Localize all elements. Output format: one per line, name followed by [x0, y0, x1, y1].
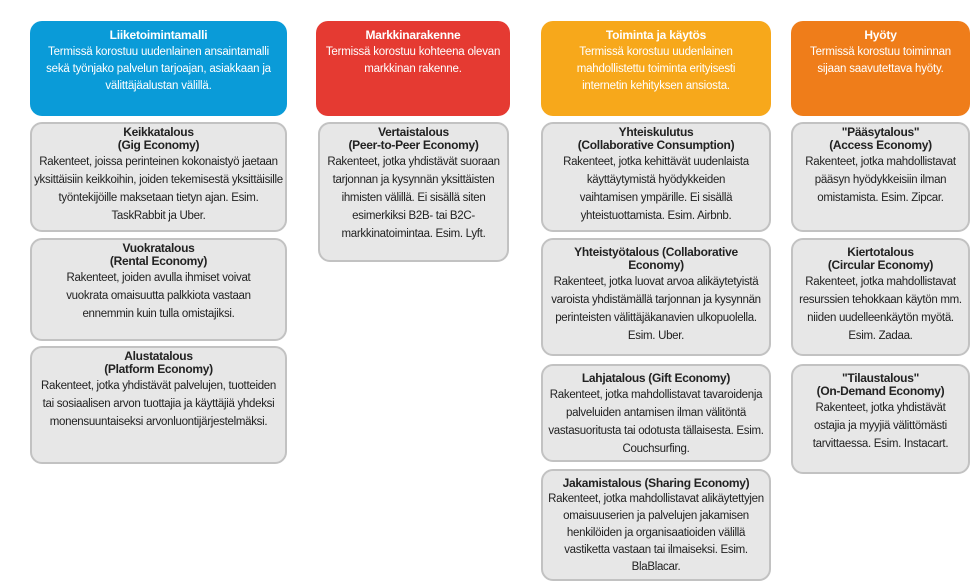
box-title: "Pääsytalous"	[841, 125, 920, 139]
box-text: Rakenteet, jotka yhdistävät palvelujen, …	[41, 380, 276, 428]
box-title: Lahjatalous (Gift Economy)	[581, 371, 731, 385]
box-subtitle: (Rental Economy)	[109, 254, 208, 268]
header-text: Termissä korostuu toiminnan sijaan saavu…	[810, 46, 951, 75]
box-title: Vertaistalous	[378, 125, 449, 139]
header-markkinarakenne: Markkinarakenne Termissä korostuu kohtee…	[316, 21, 510, 116]
box-text: Rakenteet, joiden avulla ihmiset voivat …	[66, 272, 251, 320]
box-text: Rakenteet, jotka yhdistävät ostajia ja m…	[812, 402, 949, 450]
box-title: Yhteiskulutus	[618, 125, 694, 139]
header-liiketoimintamalli: Liiketoimintamalli Termissä korostuu uud…	[30, 21, 287, 116]
box-subtitle: (On-Demand Economy)	[816, 384, 945, 398]
box-subtitle: (Platform Economy)	[104, 362, 213, 376]
box-title: Keikkatalous	[123, 125, 194, 139]
header-text: Termissä korostuu kohteena olevan markki…	[325, 46, 501, 75]
box-yhteiskulutus: Yhteiskulutus (Collaborative Consumption…	[541, 122, 771, 232]
box-yhteistyotalous: Yhteistyötalous (Collaborative Economy) …	[541, 238, 771, 356]
box-text: Rakenteet, jotka luovat arvoa alikäytety…	[551, 276, 761, 342]
header-text: Termissä korostuu uudenlainen ansaintama…	[46, 46, 271, 92]
box-subtitle: (Circular Economy)	[827, 258, 934, 272]
box-paasytalous: "Pääsytalous" (Access Economy) Rakenteet…	[791, 122, 970, 232]
header-hyoty: Hyöty Termissä korostuu toiminnan sijaan…	[791, 21, 970, 116]
box-text: Rakenteet, jotka yhdistävät suoraan tarj…	[327, 156, 500, 240]
box-subtitle: (Access Economy)	[829, 138, 932, 152]
header-title: Liiketoimintamalli	[109, 28, 208, 42]
box-vertaistalous: Vertaistalous (Peer-to-Peer Economy) Rak…	[318, 122, 509, 262]
box-alustatalous: Alustatalous (Platform Economy) Rakentee…	[30, 346, 287, 464]
box-jakamistalous: Jakamistalous (Sharing Economy) Rakentee…	[541, 469, 771, 581]
box-subtitle: (Gig Economy)	[117, 138, 200, 152]
box-vuokratalous: Vuokratalous (Rental Economy) Rakenteet,…	[30, 238, 287, 341]
header-title: Hyöty	[864, 28, 897, 42]
box-lahjatalous: Lahjatalous (Gift Economy) Rakenteet, jo…	[541, 364, 771, 462]
box-tilaustalous: "Tilaustalous" (On-Demand Economy) Raken…	[791, 364, 970, 474]
box-title: "Tilaustalous"	[842, 371, 919, 385]
header-toiminta-ja-kaytos: Toiminta ja käytös Termissä korostuu uud…	[541, 21, 771, 116]
header-text: Termissä korostuu uudenlainen mahdollist…	[576, 46, 736, 92]
box-subtitle: (Collaborative Consumption)	[577, 138, 735, 152]
box-title: Jakamistalous (Sharing Economy)	[562, 476, 750, 490]
box-text: Rakenteet, jotka kehittävät uudenlaista …	[563, 156, 749, 222]
box-title: Vuokratalous	[122, 241, 195, 255]
box-text: Rakenteet, jotka mahdollistavat pääsyn h…	[805, 156, 956, 204]
box-kiertotalous: Kiertotalous (Circular Economy) Rakentee…	[791, 238, 970, 356]
box-subtitle: (Peer-to-Peer Economy)	[348, 138, 479, 152]
header-title: Markkinarakenne	[365, 28, 461, 42]
box-text: Rakenteet, joissa perinteinen kokonaisty…	[34, 156, 283, 222]
box-keikkatalous: Keikkatalous (Gig Economy) Rakenteet, jo…	[30, 122, 287, 232]
box-title: Kiertotalous	[847, 245, 914, 259]
box-text: Rakenteet, jotka mahdollistavat alikäyte…	[548, 493, 764, 573]
box-text: Rakenteet, jotka mahdollistavat tavaroid…	[548, 389, 764, 455]
box-title: Yhteistyötalous (Collaborative Economy)	[574, 245, 738, 272]
box-text: Rakenteet, jotka mahdollistavat resurssi…	[799, 276, 962, 342]
box-title: Alustatalous	[124, 349, 193, 363]
header-title: Toiminta ja käytös	[605, 28, 707, 42]
